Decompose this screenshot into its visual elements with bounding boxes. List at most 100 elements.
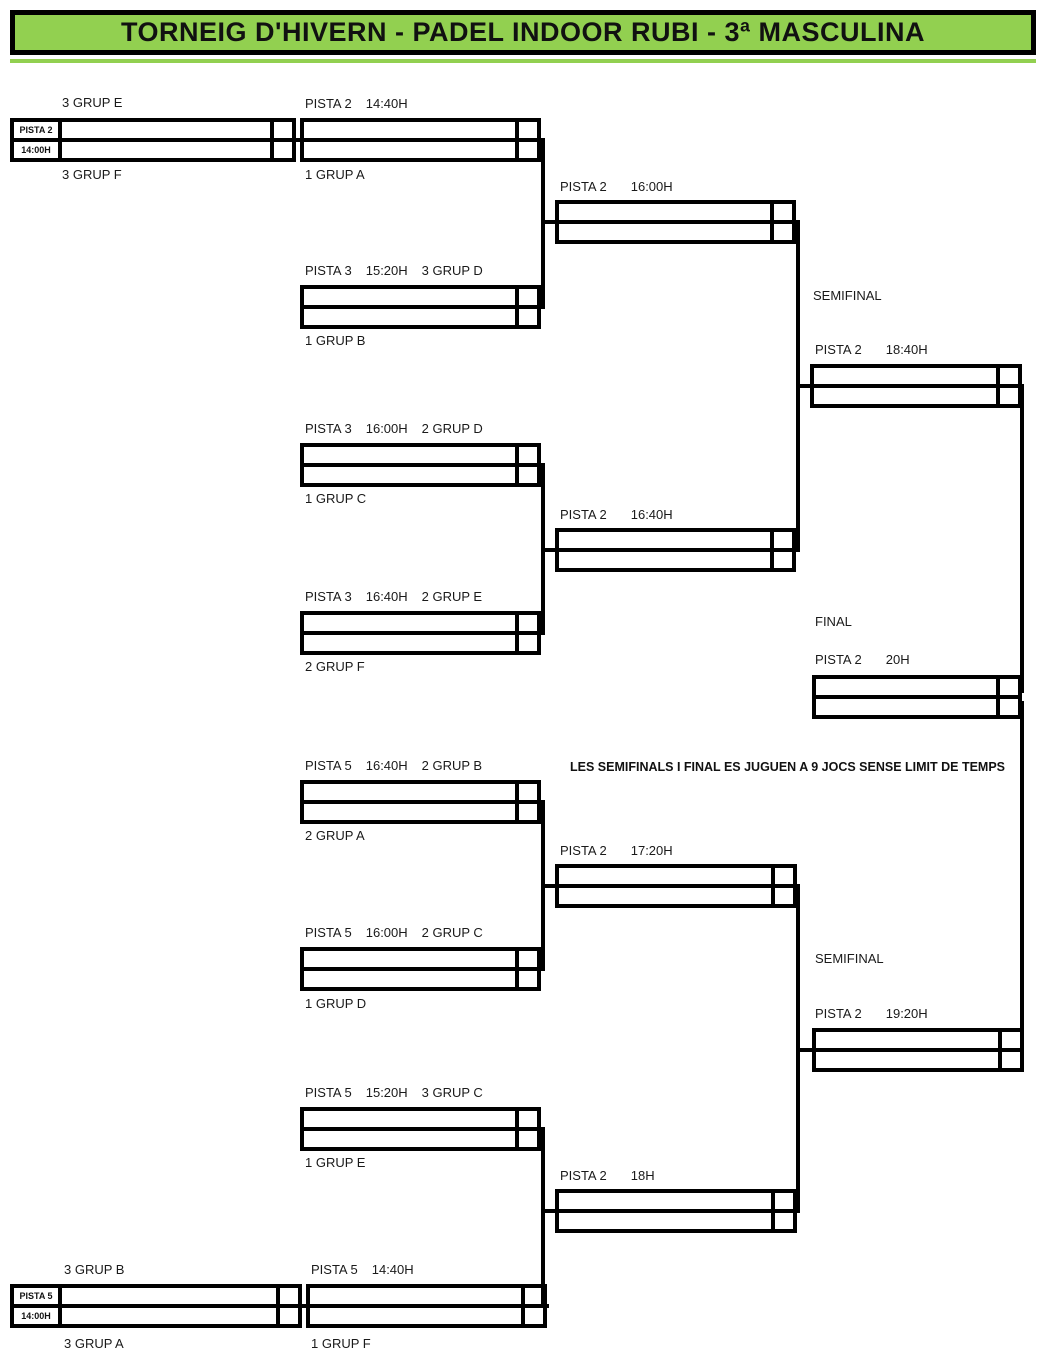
team-cell — [559, 532, 770, 548]
seed-label: 2 GRUP C — [421, 925, 483, 940]
pista-cell: PISTA 5 — [14, 1288, 62, 1304]
match-header: PISTA 2 16:40H — [560, 507, 673, 522]
match-box-semifinal-top — [810, 364, 1022, 408]
match-header: PISTA 2 17:20H — [560, 843, 673, 858]
score-cell — [771, 868, 793, 884]
team-cell — [304, 122, 515, 138]
score-cell — [515, 289, 537, 305]
connector-line — [789, 1209, 800, 1213]
score-cell — [276, 1288, 298, 1304]
team-cell — [816, 699, 996, 715]
team-cell — [814, 368, 996, 384]
team-cell — [816, 679, 996, 695]
match-row — [310, 1304, 543, 1324]
score-cell — [515, 635, 537, 651]
connector-line — [796, 384, 810, 388]
match-header: PISTA 5 14:40H — [311, 1262, 414, 1277]
time-label: 16:40H — [630, 507, 673, 522]
match-box-r1-g — [300, 1107, 541, 1151]
match-box-r1-h — [306, 1284, 547, 1328]
team-cell — [304, 142, 515, 158]
team-cell — [304, 784, 515, 800]
time-label: 18H — [630, 1168, 655, 1183]
match-box-preround-bottom: PISTA 5 14:00H — [10, 1284, 302, 1328]
time-label: 18:40H — [885, 342, 928, 357]
connector-line — [788, 220, 800, 224]
pista-label: PISTA 2 — [815, 652, 862, 667]
title-bar: TORNEIG D'HIVERN - PADEL INDOOR RUBI - 3… — [10, 10, 1036, 55]
score-cell — [515, 467, 537, 483]
team-cell — [304, 635, 515, 651]
score-cell — [270, 122, 292, 138]
team-cell — [559, 224, 770, 240]
match-row — [304, 138, 537, 158]
connector-line — [533, 463, 545, 467]
time-label: 16:40H — [365, 589, 408, 604]
match-row — [304, 463, 537, 483]
team-cell — [816, 1032, 998, 1048]
time-label: 14:40H — [371, 1262, 414, 1277]
match-row — [304, 447, 537, 463]
match-row — [310, 1288, 543, 1304]
participant-label: 2 GRUP F — [305, 659, 365, 674]
connector-line — [533, 305, 545, 309]
connector-line — [539, 1304, 549, 1308]
team-cell — [304, 804, 515, 820]
match-row: PISTA 2 — [14, 122, 292, 138]
connector-line — [1020, 384, 1024, 693]
team-cell — [816, 1052, 998, 1068]
score-cell — [996, 388, 1018, 404]
note-text: LES SEMIFINALS I FINAL ES JUGUEN A 9 JOC… — [570, 760, 1006, 774]
connector-line — [1012, 384, 1024, 388]
match-row: PISTA 5 — [14, 1288, 298, 1304]
match-header: PISTA 3 16:00H 2 GRUP D — [305, 421, 483, 436]
connector-line — [1020, 701, 1024, 1052]
team-cell — [559, 888, 771, 904]
team-cell — [559, 868, 771, 884]
time-label: 15:20H — [365, 1085, 408, 1100]
match-box-qf1 — [555, 200, 796, 244]
participant-label: 1 GRUP E — [305, 1155, 366, 1170]
round-label-semifinal-top: SEMIFINAL — [813, 288, 882, 303]
pista-label: PISTA 3 — [305, 421, 352, 436]
score-cell — [276, 1308, 298, 1324]
match-box-preround-top: PISTA 2 14:00H — [10, 118, 296, 162]
pista-label: PISTA 2 — [560, 1168, 607, 1183]
connector-line — [789, 884, 800, 888]
title-accent-strip — [10, 59, 1036, 63]
team-cell — [304, 309, 515, 325]
connector-line — [788, 548, 800, 552]
score-cell — [771, 1213, 793, 1229]
participant-label: 3 GRUP E — [62, 95, 123, 110]
match-row — [559, 1193, 793, 1209]
match-row — [304, 951, 537, 967]
connector-line — [533, 1127, 545, 1131]
team-cell — [304, 1131, 515, 1147]
team-cell — [559, 1193, 771, 1209]
match-header: PISTA 5 16:40H 2 GRUP B — [305, 758, 482, 773]
match-row — [559, 884, 793, 904]
pista-label: PISTA 5 — [311, 1262, 358, 1277]
pista-label: PISTA 2 — [815, 1006, 862, 1021]
score-cell — [998, 1032, 1020, 1048]
score-cell — [515, 1131, 537, 1147]
pista-label: PISTA 5 — [305, 925, 352, 940]
pista-label: PISTA 2 — [560, 507, 607, 522]
match-row — [559, 532, 792, 548]
pista-label: PISTA 3 — [305, 263, 352, 278]
participant-label: 3 GRUP F — [62, 167, 122, 182]
participant-label: 1 GRUP B — [305, 333, 366, 348]
connector-line — [292, 1304, 308, 1308]
score-cell — [515, 784, 537, 800]
match-row — [304, 615, 537, 631]
match-header: PISTA 2 20H — [815, 652, 910, 667]
team-cell — [62, 142, 270, 158]
connector-line — [1014, 1048, 1024, 1052]
match-row — [559, 868, 793, 884]
time-cell: 14:00H — [14, 1308, 62, 1324]
seed-label: 2 GRUP D — [421, 421, 483, 436]
match-row — [304, 1111, 537, 1127]
connector-line — [796, 1048, 812, 1052]
match-header: PISTA 2 18:40H — [815, 342, 928, 357]
